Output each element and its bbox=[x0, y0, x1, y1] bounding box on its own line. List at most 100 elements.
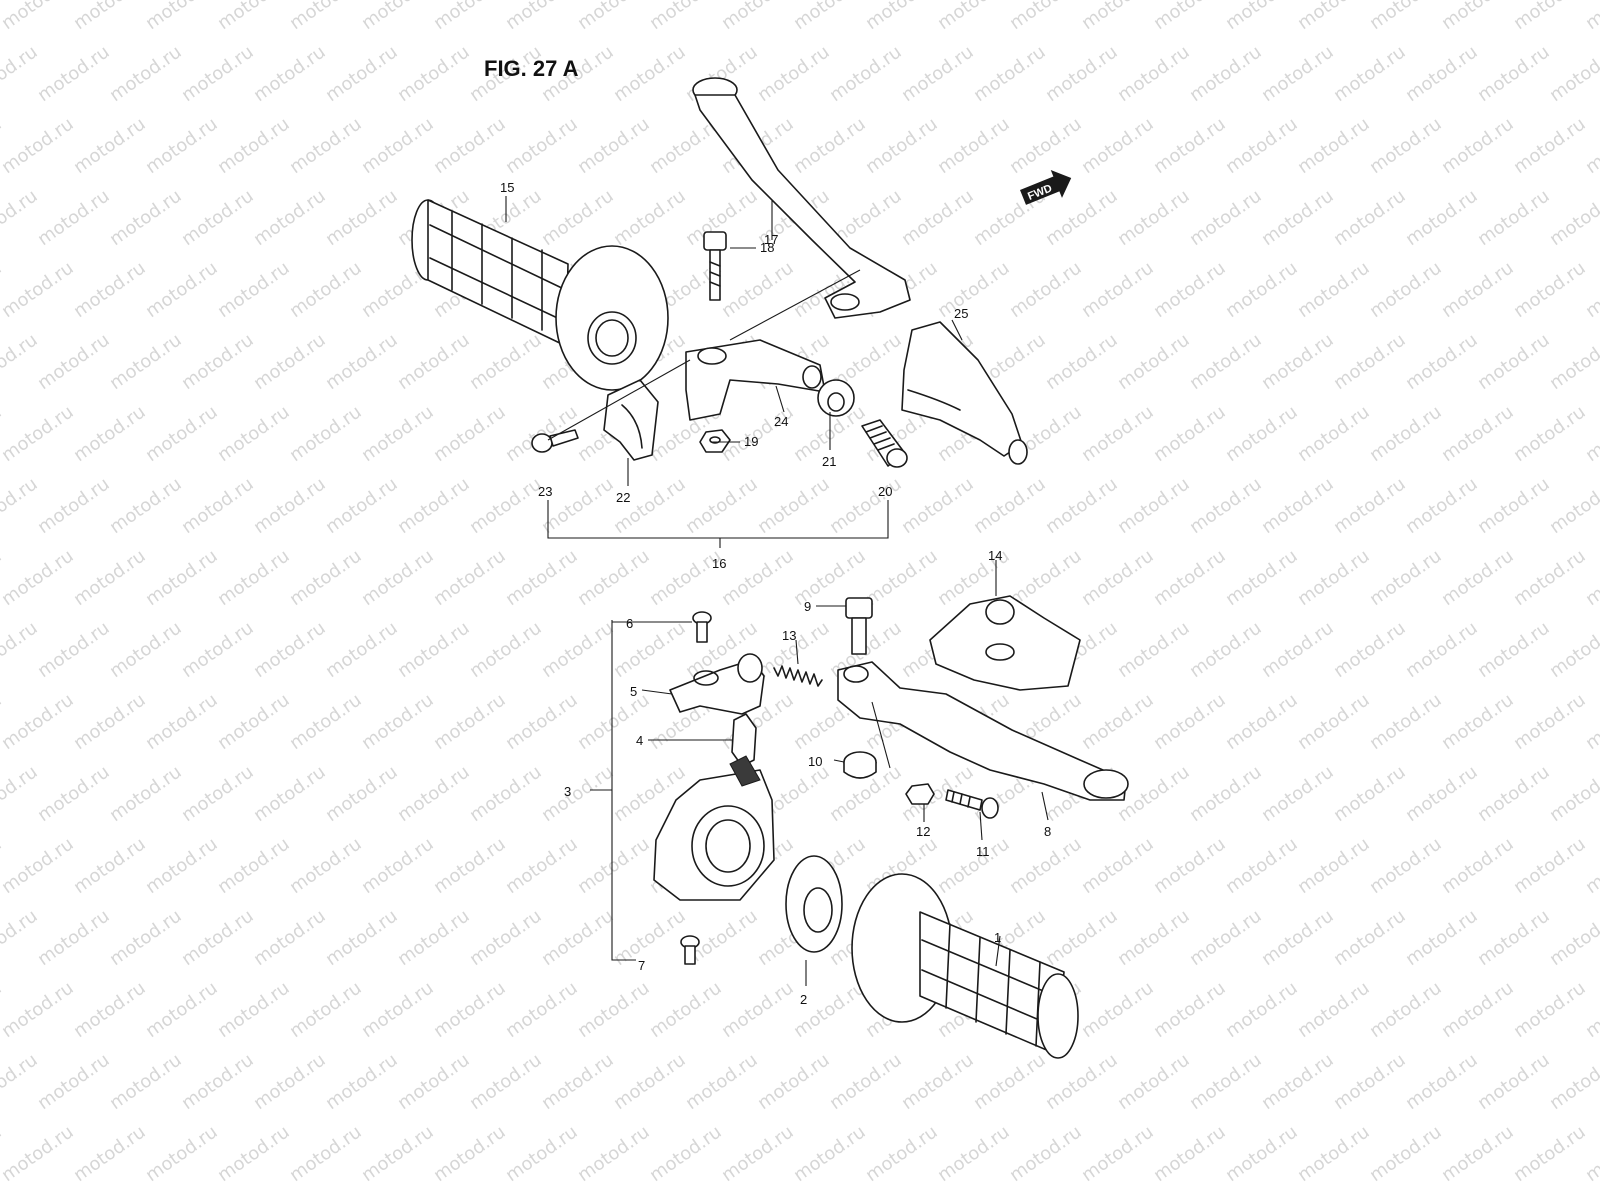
watermark-text: motod.ru bbox=[646, 978, 726, 1043]
watermark-text: motod.ru bbox=[142, 1122, 222, 1187]
watermark-text: motod.ru bbox=[1510, 114, 1590, 179]
watermark-text: motod.ru bbox=[610, 1050, 690, 1115]
callout-16: 16 bbox=[712, 556, 726, 571]
watermark-text: motod.ru bbox=[826, 1050, 906, 1115]
watermark-text: motod.ru bbox=[250, 474, 330, 539]
watermark-text: motod.ru bbox=[322, 906, 402, 971]
watermark-text: motod.ru bbox=[754, 42, 834, 107]
watermark-text: motod.ru bbox=[214, 402, 294, 467]
watermark-text: motod.ru bbox=[1546, 186, 1600, 251]
watermark-text: motod.ru bbox=[466, 762, 546, 827]
watermark-text: motod.ru bbox=[1402, 618, 1482, 683]
watermark-text: motod.ru bbox=[1582, 1122, 1600, 1187]
watermark-text: motod.ru bbox=[538, 1050, 618, 1115]
watermark-text: motod.ru bbox=[1366, 834, 1446, 899]
watermark-text: motod.ru bbox=[574, 114, 654, 179]
watermark-text: motod.ru bbox=[34, 1050, 114, 1115]
watermark-text: motod.ru bbox=[1222, 690, 1302, 755]
part-23-screw bbox=[531, 429, 579, 453]
watermark-text: motod.ru bbox=[538, 906, 618, 971]
part-12-nut bbox=[905, 783, 935, 805]
watermark-text: motod.ru bbox=[250, 42, 330, 107]
watermark-text: motod.ru bbox=[466, 618, 546, 683]
watermark-text: motod.ru bbox=[0, 834, 78, 899]
watermark-text: motod.ru bbox=[934, 114, 1014, 179]
watermark-text: motod.ru bbox=[466, 1050, 546, 1115]
watermark-text: motod.ru bbox=[1006, 1122, 1086, 1187]
watermark-text: motod.ru bbox=[106, 906, 186, 971]
watermark-text: motod.ru bbox=[1402, 330, 1482, 395]
watermark-text: motod.ru bbox=[1366, 546, 1446, 611]
watermark-text: motod.ru bbox=[502, 690, 582, 755]
part-4-insert bbox=[731, 713, 757, 767]
figure-title: FIG. 27 A bbox=[484, 56, 579, 81]
watermark-text: motod.ru bbox=[790, 114, 870, 179]
watermark-text: motod.ru bbox=[1546, 42, 1600, 107]
watermark-text: motod.ru bbox=[754, 1050, 834, 1115]
watermark-text: motod.ru bbox=[358, 978, 438, 1043]
watermark-text: motod.ru bbox=[466, 906, 546, 971]
watermark-text: motod.ru bbox=[1222, 1122, 1302, 1187]
watermark-text: motod.ru bbox=[430, 690, 510, 755]
callout-13: 13 bbox=[782, 628, 796, 643]
watermark-text: motod.ru bbox=[1078, 546, 1158, 611]
watermark-text: motod.ru bbox=[682, 1050, 762, 1115]
watermark-text: motod.ru bbox=[322, 762, 402, 827]
watermark-text: motod.ru bbox=[1150, 546, 1230, 611]
watermark-text: motod.ru bbox=[574, 1122, 654, 1187]
part-7-screw bbox=[680, 935, 700, 965]
forward-arrow-icon bbox=[1020, 170, 1072, 205]
callout-21: 21 bbox=[822, 454, 836, 469]
part-15-left-grip bbox=[411, 199, 669, 391]
watermark-text: motod.ru bbox=[1114, 330, 1194, 395]
watermark-text: motod.ru bbox=[1114, 186, 1194, 251]
callout-25: 25 bbox=[954, 306, 968, 321]
watermark-text: motod.ru bbox=[0, 690, 78, 755]
callout-labels: 15 17 18 25 24 19 21 20 23 22 16 14 9 13… bbox=[500, 180, 1051, 1007]
watermark-text: motod.ru bbox=[1582, 978, 1600, 1043]
watermark-text: motod.ru bbox=[106, 762, 186, 827]
watermark-text: motod.ru bbox=[394, 618, 474, 683]
callout-14: 14 bbox=[988, 548, 1002, 563]
watermark-text: motod.ru bbox=[1474, 330, 1554, 395]
watermark-text: motod.ru bbox=[1438, 546, 1518, 611]
watermark-text: motod.ru bbox=[214, 1122, 294, 1187]
watermark-text: motod.ru bbox=[1078, 258, 1158, 323]
watermark-text: motod.ru bbox=[1186, 330, 1266, 395]
watermark-text: motod.ru bbox=[1114, 906, 1194, 971]
watermark-text: motod.ru bbox=[754, 474, 834, 539]
watermark-text: motod.ru bbox=[466, 330, 546, 395]
watermark-text: motod.ru bbox=[1438, 834, 1518, 899]
watermark-text: motod.ru bbox=[394, 762, 474, 827]
watermark-text: motod.ru bbox=[1330, 618, 1410, 683]
watermark-text: motod.ru bbox=[70, 978, 150, 1043]
watermark-text: motod.ru bbox=[1042, 330, 1122, 395]
watermark-text: motod.ru bbox=[1294, 690, 1374, 755]
watermark-text: motod.ru bbox=[1294, 258, 1374, 323]
watermark-text: motod.ru bbox=[394, 42, 474, 107]
watermark-text: motod.ru bbox=[1150, 690, 1230, 755]
watermark-text: motod.ru bbox=[934, 834, 1014, 899]
part-9-bolt bbox=[845, 597, 873, 655]
lower-leaders bbox=[590, 560, 1049, 986]
watermark-text: motod.ru bbox=[1042, 474, 1122, 539]
watermark-text: motod.ru bbox=[1006, 114, 1086, 179]
watermark-text: motod.ru bbox=[574, 834, 654, 899]
watermark-text: motod.ru bbox=[70, 258, 150, 323]
watermark-text: motod.ru bbox=[1366, 0, 1446, 34]
watermark-text: motod.ru bbox=[1150, 114, 1230, 179]
watermark-text: motod.ru bbox=[502, 546, 582, 611]
callout-12: 12 bbox=[916, 824, 930, 839]
watermark-text: motod.ru bbox=[1330, 330, 1410, 395]
watermark-text: motod.ru bbox=[1546, 906, 1600, 971]
watermark-text: motod.ru bbox=[1294, 978, 1374, 1043]
watermark-text: motod.ru bbox=[970, 474, 1050, 539]
part-19-nut bbox=[699, 429, 731, 453]
watermark-text: motod.ru bbox=[1294, 0, 1374, 34]
watermark-text: motod.ru bbox=[646, 1122, 726, 1187]
watermark-text: motod.ru bbox=[1366, 1122, 1446, 1187]
watermark-text: motod.ru bbox=[1474, 474, 1554, 539]
watermark-text: motod.ru bbox=[790, 978, 870, 1043]
watermark-text: motod.ru bbox=[970, 42, 1050, 107]
